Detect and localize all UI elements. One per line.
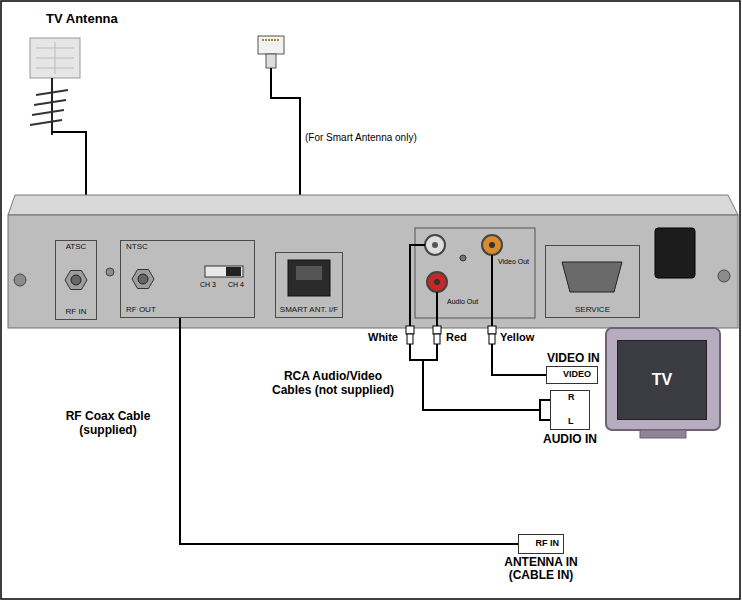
rca-cables-part bbox=[407, 334, 413, 344]
switch-label: CH 3 bbox=[200, 281, 216, 289]
receiver-back-panel-part bbox=[71, 275, 81, 285]
receiver-back-panel-part bbox=[427, 272, 447, 292]
receiver-back-panel-part bbox=[288, 260, 330, 296]
antenna-part bbox=[30, 38, 80, 78]
receiver-back-panel-part bbox=[138, 274, 148, 284]
cable-caption: RCA Audio/Video Cables (not supplied) bbox=[272, 370, 394, 398]
tv-screen: TV bbox=[617, 340, 707, 420]
cable-color: White bbox=[368, 331, 398, 344]
receiver-back-panel-part bbox=[489, 242, 495, 248]
service-port: SERVICE bbox=[545, 245, 640, 318]
cable-color: Yellow bbox=[500, 331, 534, 344]
receiver-back-panel-part bbox=[562, 262, 622, 292]
receiver-back-panel-part bbox=[425, 235, 445, 255]
receiver-back-panel-part bbox=[460, 255, 466, 261]
receiver-back-panel-part bbox=[434, 279, 440, 285]
smart-antenna-plug-part bbox=[262, 39, 280, 41]
port-label: L bbox=[568, 417, 574, 427]
port-label: TV bbox=[652, 371, 672, 389]
rca-cables-part bbox=[434, 334, 440, 344]
port-label: NTSC bbox=[126, 243, 148, 252]
smart-antenna-plug-part bbox=[266, 54, 276, 68]
receiver-back-panel-part bbox=[132, 270, 154, 289]
cable-color: Red bbox=[446, 331, 467, 344]
jack-label: Audio Out bbox=[447, 298, 478, 306]
antenna-part bbox=[36, 90, 68, 95]
rca-cables-part bbox=[492, 344, 546, 375]
receiver-back-panel-part bbox=[8, 215, 738, 328]
receiver-back-panel-part bbox=[8, 195, 738, 215]
jack-label: Video Out bbox=[498, 258, 529, 266]
rca-cables-part bbox=[540, 400, 550, 420]
port-label: RF IN bbox=[536, 539, 560, 549]
jack-caption: VIDEO IN bbox=[547, 352, 600, 365]
receiver-back-panel-part bbox=[14, 274, 26, 286]
port-label: RF OUT bbox=[126, 306, 156, 315]
tv-set-part bbox=[640, 430, 686, 438]
receiver-back-panel-part bbox=[415, 228, 535, 318]
port-label: VIDEO bbox=[563, 370, 591, 380]
rca-cables-part bbox=[491, 255, 493, 326]
port-label: SMART ANT. I/F bbox=[280, 306, 338, 315]
video-in-jack: VIDEO INVIDEO bbox=[546, 366, 598, 384]
cable-caption: RF Coax Cable (supplied) bbox=[46, 410, 170, 438]
rca-cables-part bbox=[489, 334, 495, 344]
rf-out-port: NTSC RF OUT bbox=[120, 240, 255, 318]
receiver-back-panel-part bbox=[432, 242, 438, 248]
jack-caption: AUDIO IN bbox=[543, 433, 597, 446]
rca-cables-part bbox=[410, 245, 425, 326]
rca-cables-part bbox=[436, 292, 438, 326]
coax-cable bbox=[180, 318, 518, 544]
note: (For Smart Antenna only) bbox=[305, 132, 417, 144]
receiver-back-panel-part bbox=[655, 228, 695, 278]
port-label: SERVICE bbox=[575, 306, 610, 315]
receiver-back-panel-part bbox=[482, 235, 502, 255]
receiver-back-panel bbox=[8, 195, 738, 328]
receiver-back-panel-part bbox=[205, 266, 243, 277]
receiver-back-panel-part bbox=[65, 271, 87, 290]
tv-set-part bbox=[606, 328, 720, 430]
jack-caption: ANTENNA IN (CABLE IN) bbox=[498, 556, 584, 582]
antenna-part bbox=[55, 42, 56, 74]
audio-in-jacks: RLAUDIO IN bbox=[550, 390, 590, 430]
rf-in-port: ATSC RF IN bbox=[55, 240, 97, 320]
rca-cables-part bbox=[406, 326, 414, 334]
smart-antenna-plug-part bbox=[258, 36, 284, 54]
rf-in-jack: RF INANTENNA IN (CABLE IN) bbox=[518, 534, 564, 554]
rca-cables-part bbox=[423, 360, 540, 410]
antenna-part bbox=[32, 110, 64, 115]
receiver-back-panel-part bbox=[296, 266, 322, 280]
antenna-part bbox=[51, 78, 53, 135]
port-label: R bbox=[568, 393, 575, 403]
switch-label: CH 4 bbox=[228, 281, 244, 289]
receiver-back-panel-part bbox=[226, 267, 241, 276]
tv-set bbox=[522, 328, 721, 547]
port-label: ATSC bbox=[66, 243, 87, 252]
rca-cables-part bbox=[410, 344, 437, 360]
rca-cables bbox=[406, 245, 550, 420]
rca-cables-part bbox=[433, 326, 441, 334]
rca-cables-part bbox=[488, 326, 496, 334]
antenna-part bbox=[34, 100, 66, 105]
port-label: RF IN bbox=[66, 308, 87, 317]
antenna-part bbox=[30, 120, 62, 125]
smart-antenna-port: SMART ANT. I/F bbox=[275, 252, 343, 318]
antenna-title: TV Antenna bbox=[46, 12, 118, 27]
receiver-back-panel-part bbox=[106, 268, 114, 276]
receiver-back-panel-part bbox=[718, 270, 730, 282]
